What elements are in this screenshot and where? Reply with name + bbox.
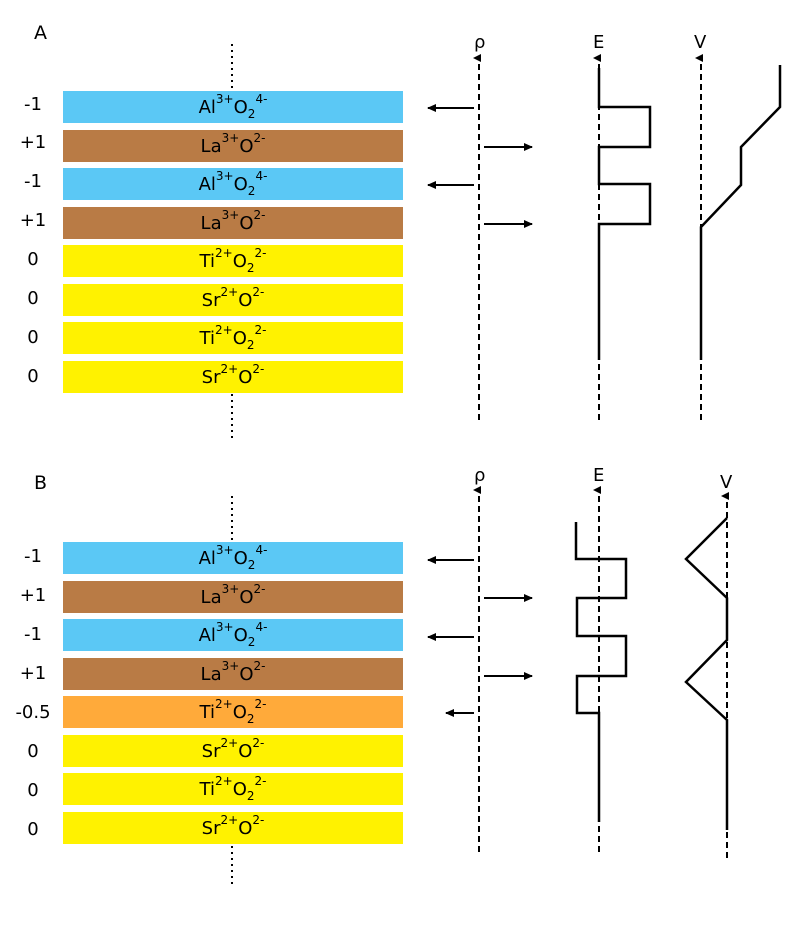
e-axis-label: E — [593, 32, 605, 53]
atomic-layer: Al3+O24- — [63, 542, 403, 574]
layer-formula: Ti2+O22- — [199, 697, 267, 726]
panel-a-label: A — [34, 22, 47, 44]
charge-label: 0 — [27, 819, 39, 840]
charge-label: -1 — [24, 624, 42, 645]
e-field-profile — [574, 522, 628, 822]
layer-formula: Ti2+O22- — [199, 246, 267, 275]
layer-formula: Al3+O24- — [198, 620, 268, 649]
atomic-layer: Sr2+O2- — [63, 361, 403, 393]
atomic-layer: Al3+O24- — [63, 619, 403, 651]
charge-label: -1 — [24, 546, 42, 567]
layer-formula: Al3+O24- — [198, 92, 268, 121]
charge-label: 0 — [27, 327, 39, 348]
panel-b-label: B — [34, 472, 48, 494]
charge-label: -1 — [24, 94, 42, 115]
v-axis-label: V — [694, 32, 707, 53]
charge-label: 0 — [27, 249, 39, 270]
charge-label: -0.5 — [15, 702, 51, 723]
charge-label: +1 — [19, 210, 47, 231]
charge-label: 0 — [27, 780, 39, 801]
charge-label: -1 — [24, 171, 42, 192]
charge-label: +1 — [19, 585, 47, 606]
layer-formula: Sr2+O2- — [201, 285, 265, 311]
e-axis-label: E — [593, 465, 605, 486]
layer-formula: Al3+O24- — [198, 169, 268, 198]
atomic-layer: Sr2+O2- — [63, 812, 403, 844]
rho-axis-label: ρ — [474, 32, 486, 53]
atomic-layer: La3+O2- — [63, 581, 403, 613]
layer-formula: Sr2+O2- — [201, 362, 265, 388]
atomic-layer: Ti2+O22- — [63, 322, 403, 354]
charge-label: 0 — [27, 288, 39, 309]
atomic-layer: Sr2+O2- — [63, 284, 403, 316]
layer-formula: Sr2+O2- — [201, 736, 265, 762]
layer-formula: La3+O2- — [200, 131, 266, 157]
charge-label: +1 — [19, 132, 47, 153]
layer-formula: La3+O2- — [200, 659, 266, 685]
charge-label: +1 — [19, 663, 47, 684]
rho-axis-label: ρ — [474, 465, 486, 486]
atomic-layer: Al3+O24- — [63, 168, 403, 200]
atomic-layer: Al3+O24- — [63, 91, 403, 123]
atomic-layer: La3+O2- — [63, 207, 403, 239]
charge-label: 0 — [27, 366, 39, 387]
e-field-profile — [597, 68, 652, 360]
layer-formula: Ti2+O22- — [199, 774, 267, 803]
layer-formula: La3+O2- — [200, 208, 266, 234]
atomic-layer: La3+O2- — [63, 130, 403, 162]
atomic-layer: Ti2+O22- — [63, 773, 403, 805]
potential-profile — [699, 65, 782, 360]
v-axis-label: V — [720, 472, 733, 493]
layer-formula: Ti2+O22- — [199, 323, 267, 352]
atomic-layer: Sr2+O2- — [63, 735, 403, 767]
atomic-layer: La3+O2- — [63, 658, 403, 690]
layer-formula: La3+O2- — [200, 582, 266, 608]
potential-profile — [684, 517, 729, 830]
charge-label: 0 — [27, 741, 39, 762]
atomic-layer: Ti2+O22- — [63, 245, 403, 277]
atomic-layer: Ti2+O22- — [63, 696, 403, 728]
layer-formula: Al3+O24- — [198, 543, 268, 572]
layer-formula: Sr2+O2- — [201, 813, 265, 839]
